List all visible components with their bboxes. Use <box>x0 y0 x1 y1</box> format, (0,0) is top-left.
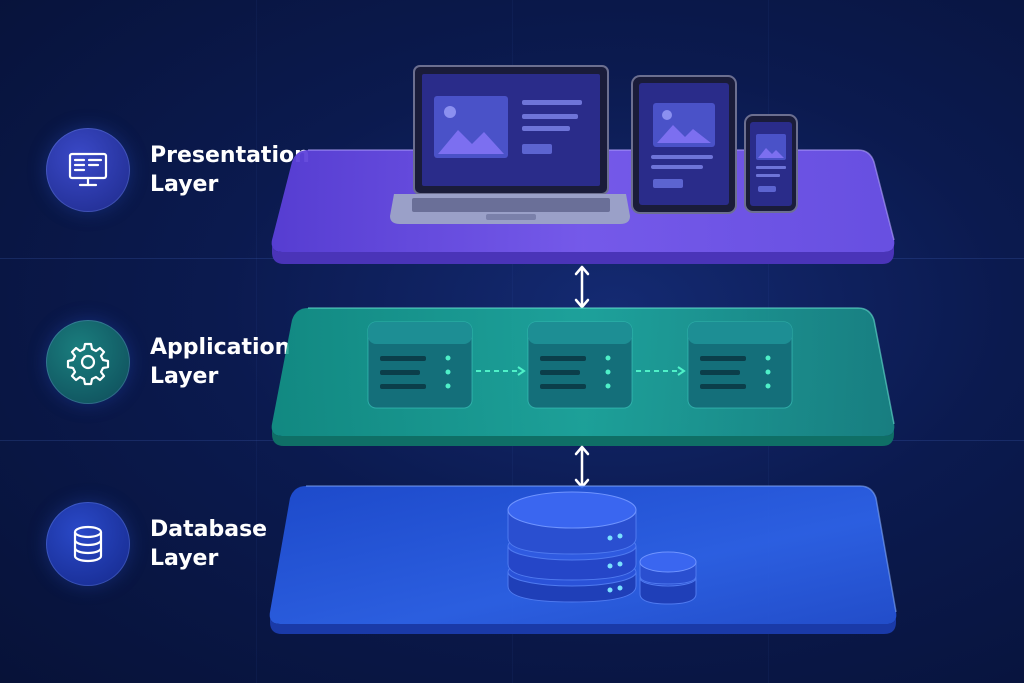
dashed-connector-2 <box>634 362 688 381</box>
presentation-badge <box>46 128 130 212</box>
application-layer-label: Application Layer <box>46 320 310 404</box>
database-layer-text: Database Layer <box>150 517 268 571</box>
grid-line <box>256 0 257 683</box>
dashed-connector-1 <box>474 362 528 381</box>
database-badge <box>46 502 130 586</box>
database-stack-small <box>638 550 698 610</box>
server-1 <box>366 320 474 414</box>
phone-device <box>744 114 798 218</box>
presentation-layer-label: Presentation Layer <box>46 128 310 212</box>
database-stack-large <box>506 490 638 610</box>
application-layer-text: Application Layer <box>150 335 291 389</box>
server-3 <box>686 320 794 414</box>
laptop-device <box>390 64 630 236</box>
bidirectional-arrow-top <box>574 264 590 314</box>
tablet-device <box>631 75 737 219</box>
gear-icon <box>66 342 110 386</box>
server-2 <box>526 320 634 414</box>
application-badge <box>46 320 130 404</box>
database-icon <box>73 525 103 563</box>
database-layer-label: Database Layer <box>46 502 310 586</box>
presentation-layer-text: Presentation Layer <box>150 143 310 197</box>
monitor-icon <box>68 152 108 187</box>
